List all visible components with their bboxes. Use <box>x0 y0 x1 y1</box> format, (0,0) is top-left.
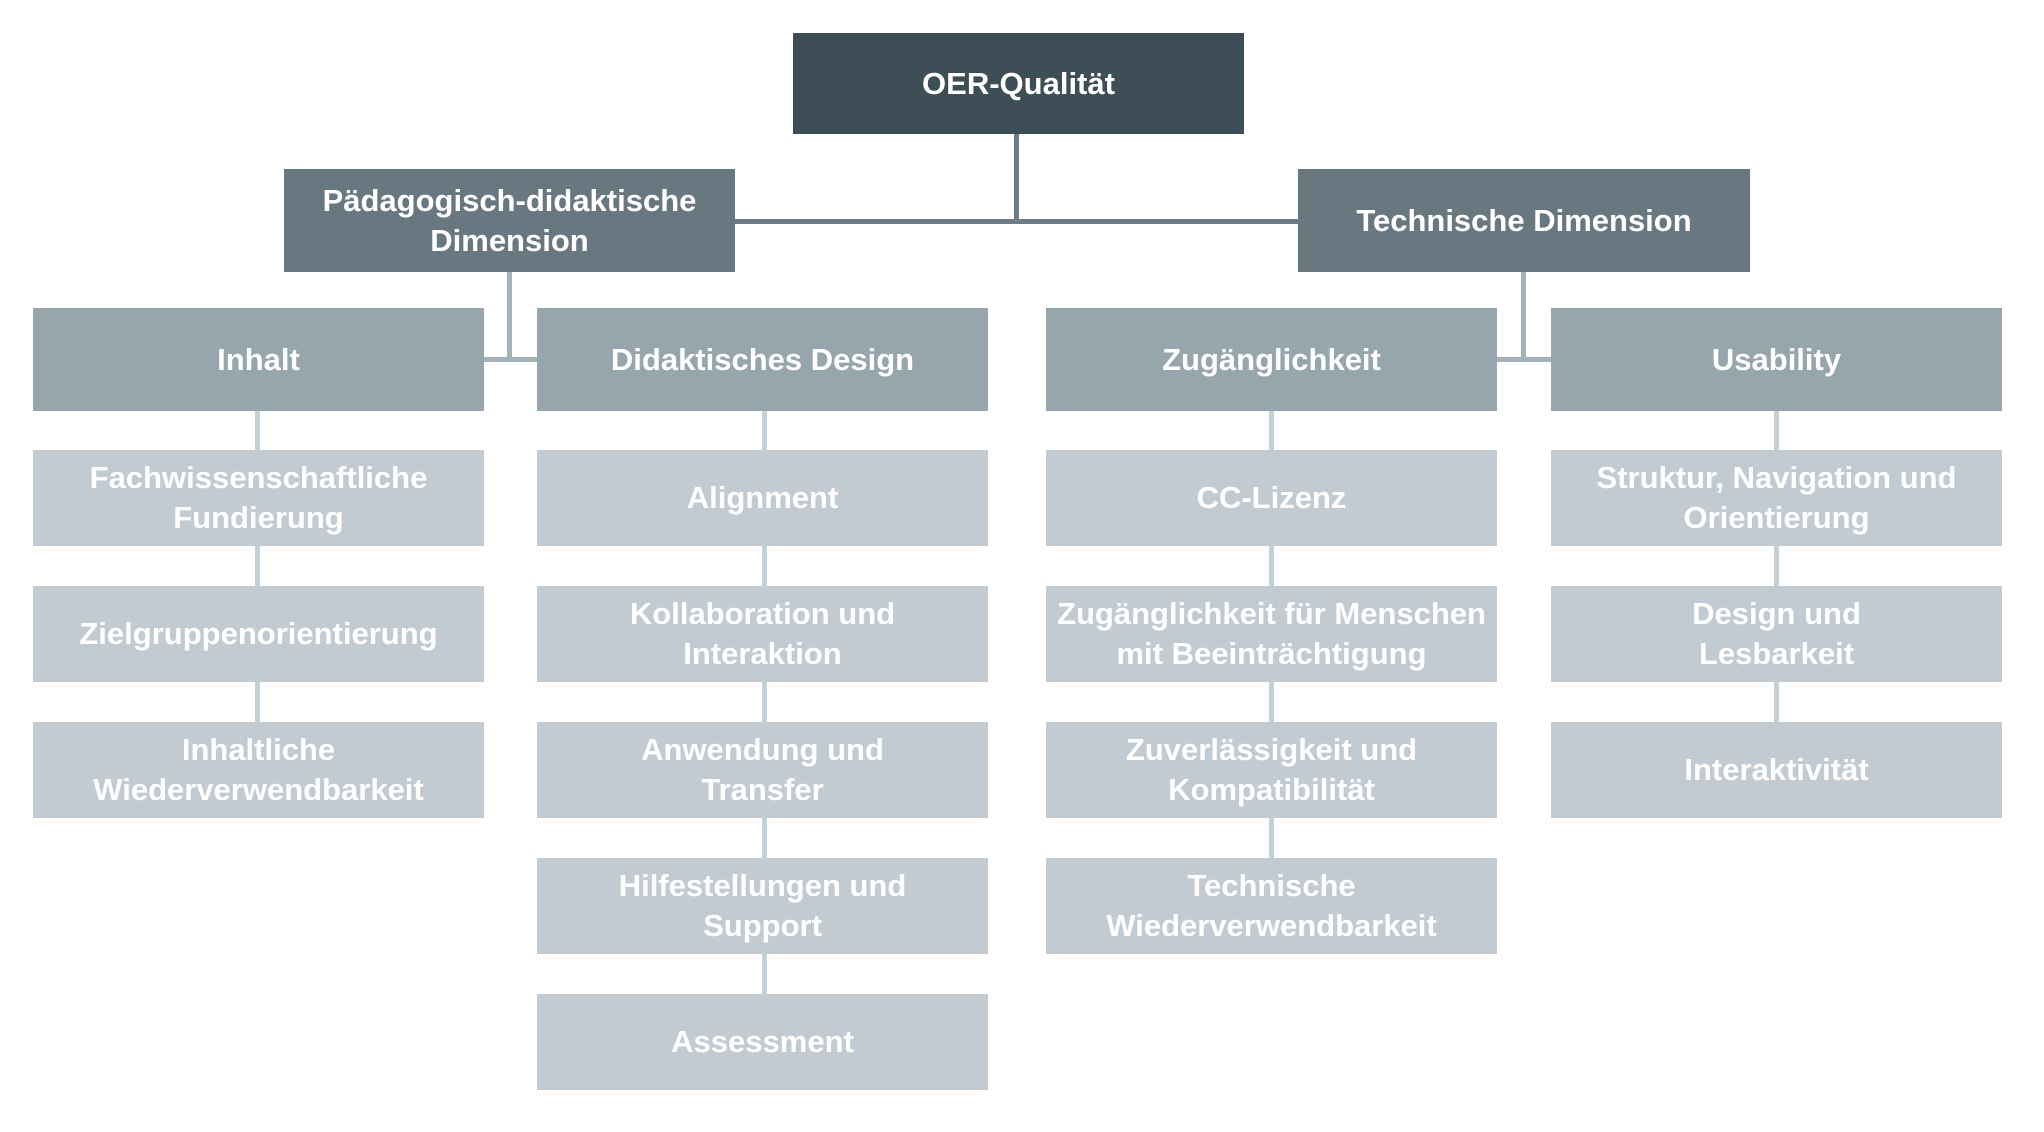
connector-line <box>1774 682 1779 722</box>
node-inhalt: Inhalt <box>33 308 484 411</box>
connector-line <box>1269 411 1274 450</box>
connector-root-drop <box>1014 134 1019 224</box>
node-didaktisches-design: Didaktisches Design <box>537 308 988 411</box>
connector-line <box>1269 818 1274 858</box>
node-anwendung-und-transfer: Anwendung und Transfer <box>537 722 988 818</box>
connector-dimension-2-bar <box>1497 357 1551 362</box>
node-kollaboration-und-interaktion: Kollaboration und Interaktion <box>537 586 988 682</box>
connector-line <box>762 818 767 858</box>
connector-line <box>255 546 260 586</box>
node-hilfestellungen-und-support: Hilfestellungen und Support <box>537 858 988 954</box>
connector-line <box>762 954 767 994</box>
connector-line <box>762 682 767 722</box>
connector-dimension-2-drop <box>1521 272 1526 362</box>
connector-line <box>255 682 260 722</box>
connector-line <box>762 411 767 450</box>
node-fachwissenschaftliche-fundierung: Fachwissenschaftliche Fundierung <box>33 450 484 546</box>
connector-root-bar <box>735 219 1298 224</box>
node-zuverlaessigkeit-und-kompatibilitaet: Zuverlässigkeit und Kompatibilität <box>1046 722 1497 818</box>
connector-line <box>762 546 767 586</box>
node-interaktivitaet: Interaktivität <box>1551 722 2002 818</box>
connector-line <box>1269 682 1274 722</box>
node-zugaenglichkeit: Zugänglichkeit <box>1046 308 1497 411</box>
connector-line <box>255 411 260 450</box>
node-design-und-lesbarkeit: Design und Lesbarkeit <box>1551 586 2002 682</box>
node-oer-qualitaet: OER-Qualität <box>793 33 1244 134</box>
node-inhaltliche-wiederverwendbarkeit: Inhaltliche Wiederverwendbarkeit <box>33 722 484 818</box>
node-technische-dimension: Technische Dimension <box>1298 169 1750 272</box>
node-alignment: Alignment <box>537 450 988 546</box>
connector-line <box>1269 546 1274 586</box>
connector-line <box>1774 546 1779 586</box>
node-technische-wiederverwendbarkeit: Technische Wiederverwendbarkeit <box>1046 858 1497 954</box>
node-cc-lizenz: CC-Lizenz <box>1046 450 1497 546</box>
node-assessment: Assessment <box>537 994 988 1090</box>
node-paedagogisch-didaktische-dimension: Pädagogisch-didaktische Dimension <box>284 169 735 272</box>
connector-dimension-1-bar <box>484 357 537 362</box>
node-zugaenglichkeit-fuer-menschen: Zugänglichkeit für Menschen mit Beeinträ… <box>1046 586 1497 682</box>
connector-line <box>1774 411 1779 450</box>
connector-dimension-1-drop <box>507 272 512 362</box>
node-usability: Usability <box>1551 308 2002 411</box>
node-zielgruppenorientierung: Zielgruppenorientierung <box>33 586 484 682</box>
node-struktur-navigation-orientierung: Struktur, Navigation und Orientierung <box>1551 450 2002 546</box>
